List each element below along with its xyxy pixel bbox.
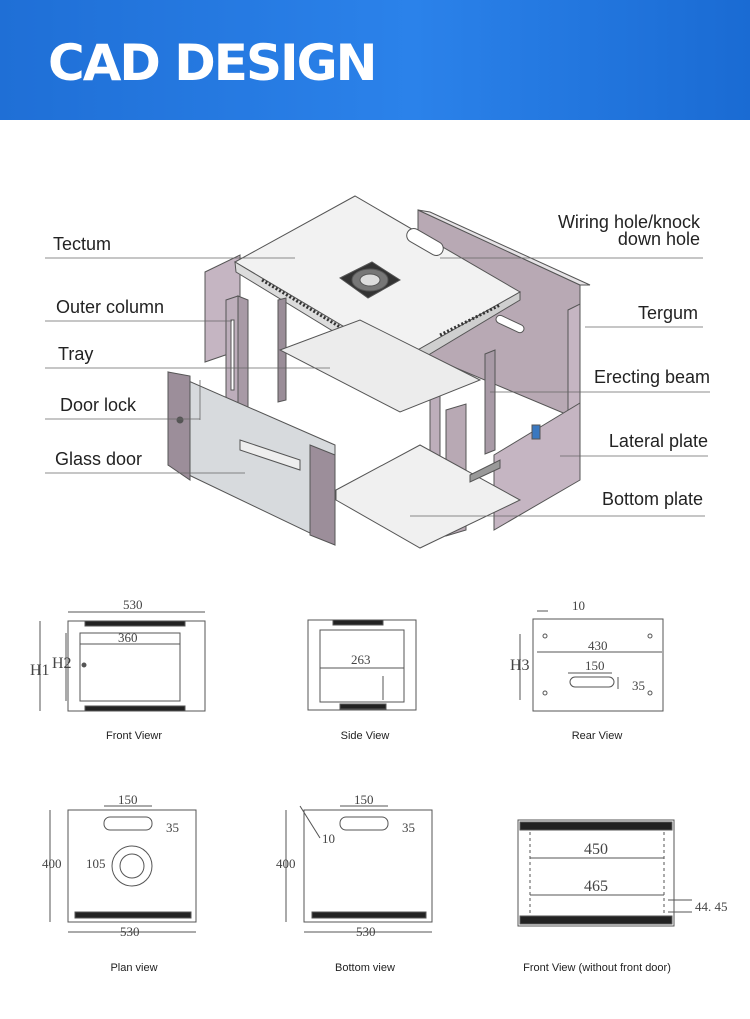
label-door-lock: Door lock [60, 395, 137, 415]
tray-shelf [278, 319, 482, 413]
caption-rear-view: Rear View [571, 730, 623, 742]
front-nodoor-lower-dim: 465 [584, 878, 608, 895]
front-nodoor-upper-dim: 450 [584, 841, 608, 858]
front-h1-dim: H1 [30, 662, 50, 679]
caption-front-view-no-door: Front View (without front door) [523, 962, 671, 974]
rear-slot-dim: 150 [585, 658, 605, 673]
label-lateral-plate: Lateral plate [608, 431, 708, 451]
rear-h3-dim: H3 [510, 657, 530, 674]
page-title: CAD DESIGN [48, 34, 377, 92]
lateral-plate [493, 402, 581, 531]
label-tergum: Tergum [637, 303, 698, 323]
orthographic-views: 530 360 H1 H2 263 10 430 H3 150 35 150 3… [30, 597, 728, 939]
label-erecting-beam: Erecting beam [593, 367, 710, 387]
side-depth-dim: 263 [351, 652, 371, 667]
label-glass-door: Glass door [55, 449, 143, 469]
label-wiring-hole-1: Wiring hole/knock [557, 212, 700, 232]
front-width-dim: 530 [123, 597, 143, 612]
header-banner: CAD DESIGN [0, 0, 750, 120]
fan-icon [339, 261, 401, 299]
front-h2-dim: H2 [52, 655, 72, 672]
caption-front-view: Front Viewr [105, 730, 163, 742]
bottom-depth-dim: 400 [276, 856, 296, 871]
caption-bottom-view: Bottom view [335, 962, 395, 974]
caption-plan-view: Plan view [110, 962, 158, 974]
rear-width-dim: 430 [588, 638, 608, 653]
bottom-hole-dim: 10 [322, 831, 335, 846]
plan-slot-dim: 150 [118, 792, 138, 807]
rear-offset-dim: 10 [572, 598, 585, 613]
rear-slot-h-dim: 35 [632, 678, 645, 693]
bottom-width-dim: 530 [356, 924, 376, 939]
plan-depth-dim: 400 [42, 856, 62, 871]
cabinet-exploded-diagram [45, 195, 710, 549]
plan-slot-h-dim: 35 [166, 820, 179, 835]
front-inner-dim: 360 [118, 630, 138, 645]
bottom-slot-dim: 150 [354, 792, 374, 807]
plan-fan-dim: 105 [86, 856, 106, 871]
label-wiring-hole-2: down hole [617, 229, 700, 249]
label-tectum: Tectum [53, 234, 112, 254]
bottom-plate [335, 444, 522, 549]
label-tray: Tray [58, 344, 94, 364]
caption-side-view: Side View [340, 730, 390, 742]
front-nodoor-rail-dim: 44. 45 [695, 899, 728, 914]
bottom-slot-h-dim: 35 [402, 820, 415, 835]
label-bottom-plate: Bottom plate [601, 489, 703, 509]
label-outer-column: Outer column [56, 297, 165, 317]
plan-width-dim: 530 [120, 924, 140, 939]
